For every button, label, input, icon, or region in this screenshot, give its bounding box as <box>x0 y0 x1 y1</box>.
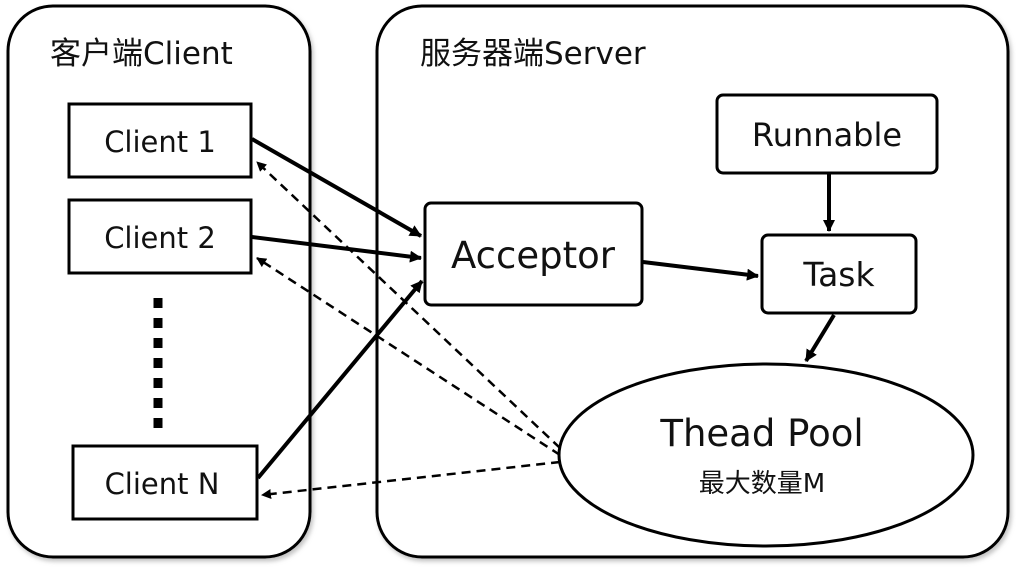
client-n-node[interactable]: Client N <box>71 444 259 521</box>
acceptor-label: Acceptor <box>451 234 616 277</box>
edge-client2-acceptor <box>251 235 422 263</box>
edge-threadpool-client2 <box>256 256 561 457</box>
thread-pool-node[interactable]: Thead Pool 最大数量M <box>557 362 975 548</box>
edge-acceptor-task <box>642 260 759 281</box>
acceptor-node[interactable]: Acceptor <box>423 201 644 307</box>
edge-threadpool-client1 <box>256 161 561 449</box>
edge-threadpool-clientn <box>261 460 561 499</box>
client-2-label: Client 2 <box>104 221 216 255</box>
thread-pool-label: Thead Pool <box>659 412 863 455</box>
runnable-label: Runnable <box>752 116 902 154</box>
task-node[interactable]: Task <box>760 233 918 315</box>
runnable-node[interactable]: Runnable <box>715 93 939 175</box>
client-1-label: Client 1 <box>104 125 216 159</box>
client-n-label: Client N <box>105 467 220 501</box>
client-group-title: 客户端Client <box>50 36 233 72</box>
client-2-node[interactable]: Client 2 <box>67 198 253 275</box>
thread-pool-sublabel: 最大数量M <box>699 469 825 499</box>
edge-clientn-acceptor <box>256 279 424 480</box>
task-label: Task <box>802 255 875 294</box>
client-1-node[interactable]: Client 1 <box>67 102 253 179</box>
server-group-title: 服务器端Server <box>420 36 646 72</box>
edge-client1-acceptor <box>251 137 422 238</box>
edge-task-threadpool <box>804 313 836 363</box>
